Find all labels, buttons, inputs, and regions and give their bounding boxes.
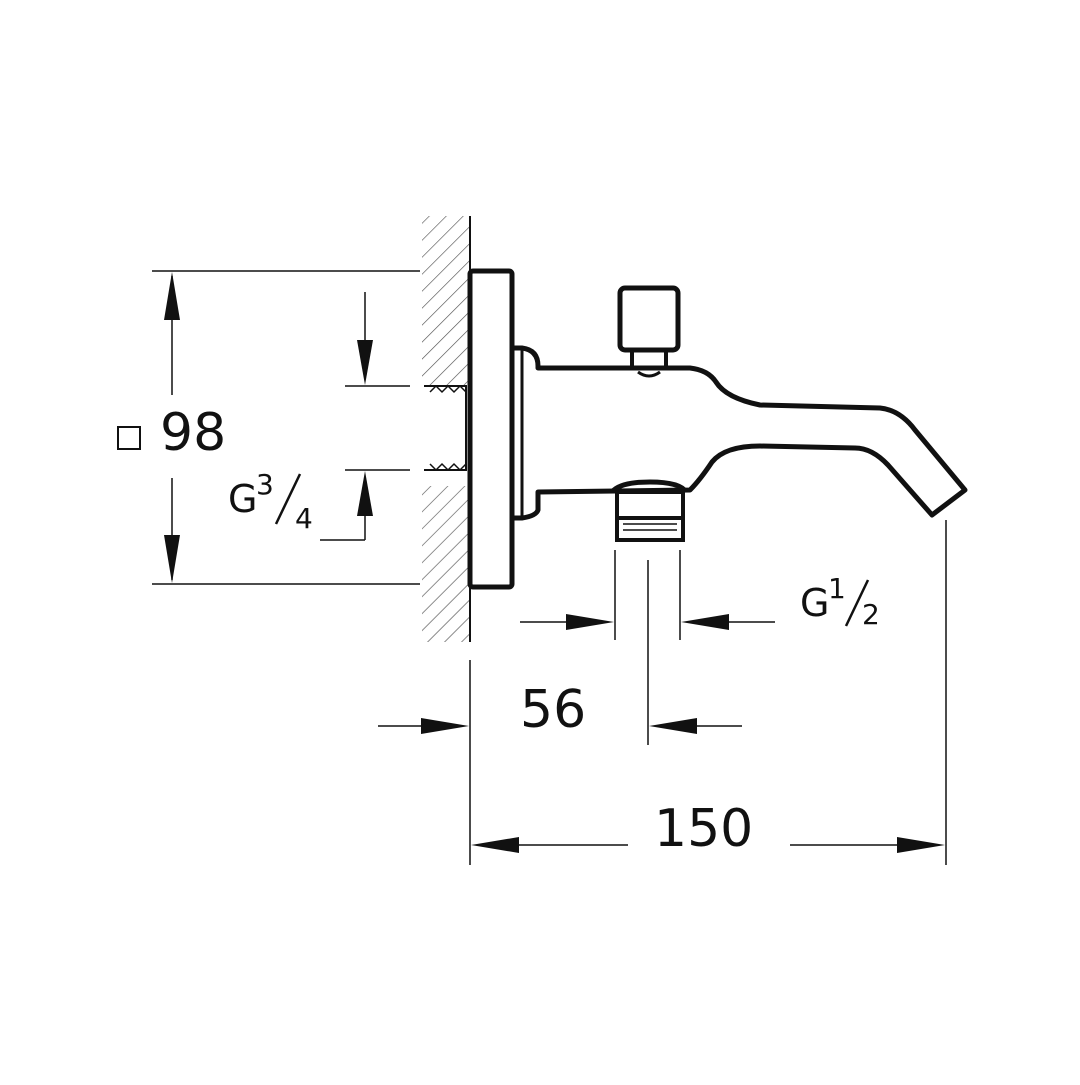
outlet-thread-prefix: G (800, 581, 829, 625)
square-symbol-icon (117, 426, 141, 450)
dimension-150-label: 150 (654, 799, 753, 859)
arrow-up-icon (357, 471, 373, 516)
dimension-98: 98 (117, 272, 226, 583)
arrow-down-icon (357, 340, 373, 385)
inlet-thread-denominator: 4 (295, 502, 313, 535)
arrow-right-icon (566, 614, 614, 630)
outlet-thread-denominator: 2 (862, 598, 880, 631)
dimension-56: 56 (378, 680, 742, 740)
mixer-body (512, 345, 968, 521)
inlet-thread-numerator: 3 (256, 468, 274, 501)
arrow-right-icon (897, 837, 945, 853)
outlet-connector (610, 479, 689, 542)
arrow-left-icon (681, 614, 729, 630)
dimension-98-label: 98 (160, 403, 226, 463)
inlet-thread-dimension: G 3 4 (228, 292, 373, 541)
escutcheon-plate (467, 268, 515, 590)
outlet-thread-dimension: G 1 2 (520, 572, 880, 631)
arrow-right-icon (421, 718, 469, 734)
arrow-left-icon (649, 718, 697, 734)
arrow-left-icon (471, 837, 519, 853)
inlet-thread-connector (424, 384, 467, 472)
inlet-thread-prefix: G (228, 477, 257, 521)
extension-lines (152, 270, 947, 865)
diverter-knob (617, 285, 681, 378)
dimension-56-label: 56 (520, 680, 586, 740)
wall-section (422, 216, 471, 642)
outlet-thread-numerator: 1 (828, 572, 846, 605)
dimension-150: 150 (471, 799, 945, 859)
arrow-up-icon (164, 272, 180, 320)
arrow-down-icon (164, 535, 180, 583)
